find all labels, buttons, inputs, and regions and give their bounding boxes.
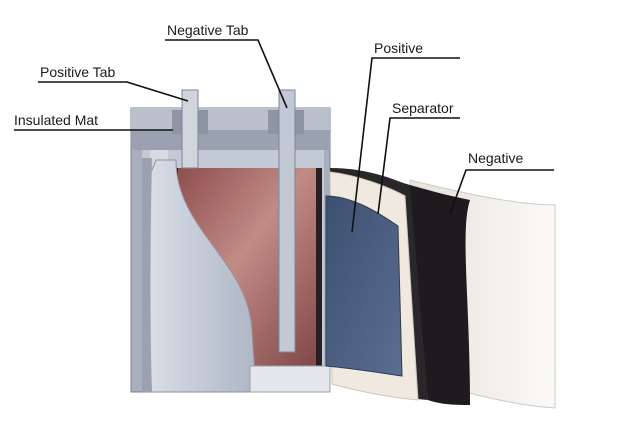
leader-negative: [449, 169, 554, 215]
label-insulated-mat: Insulated Mat: [14, 112, 99, 128]
negative-tab: [268, 89, 304, 353]
leader-positive: [351, 57, 460, 233]
label-positive: Positive: [374, 40, 424, 56]
positive-tab: [172, 89, 208, 169]
leader-lines: [14, 39, 554, 233]
insulated-mat-shape: [142, 158, 257, 393]
label-negative: Negative: [468, 150, 524, 166]
layer-positive: [325, 195, 403, 377]
bottom-tray: [249, 365, 331, 393]
label-separator: Separator: [392, 100, 454, 116]
leader-positive-tab: [38, 81, 189, 102]
leader-separator: [377, 117, 460, 215]
leader-negative-tab: [165, 39, 288, 109]
label-positive-tab: Positive Tab: [40, 64, 116, 80]
label-negative-tab: Negative Tab: [167, 22, 249, 38]
